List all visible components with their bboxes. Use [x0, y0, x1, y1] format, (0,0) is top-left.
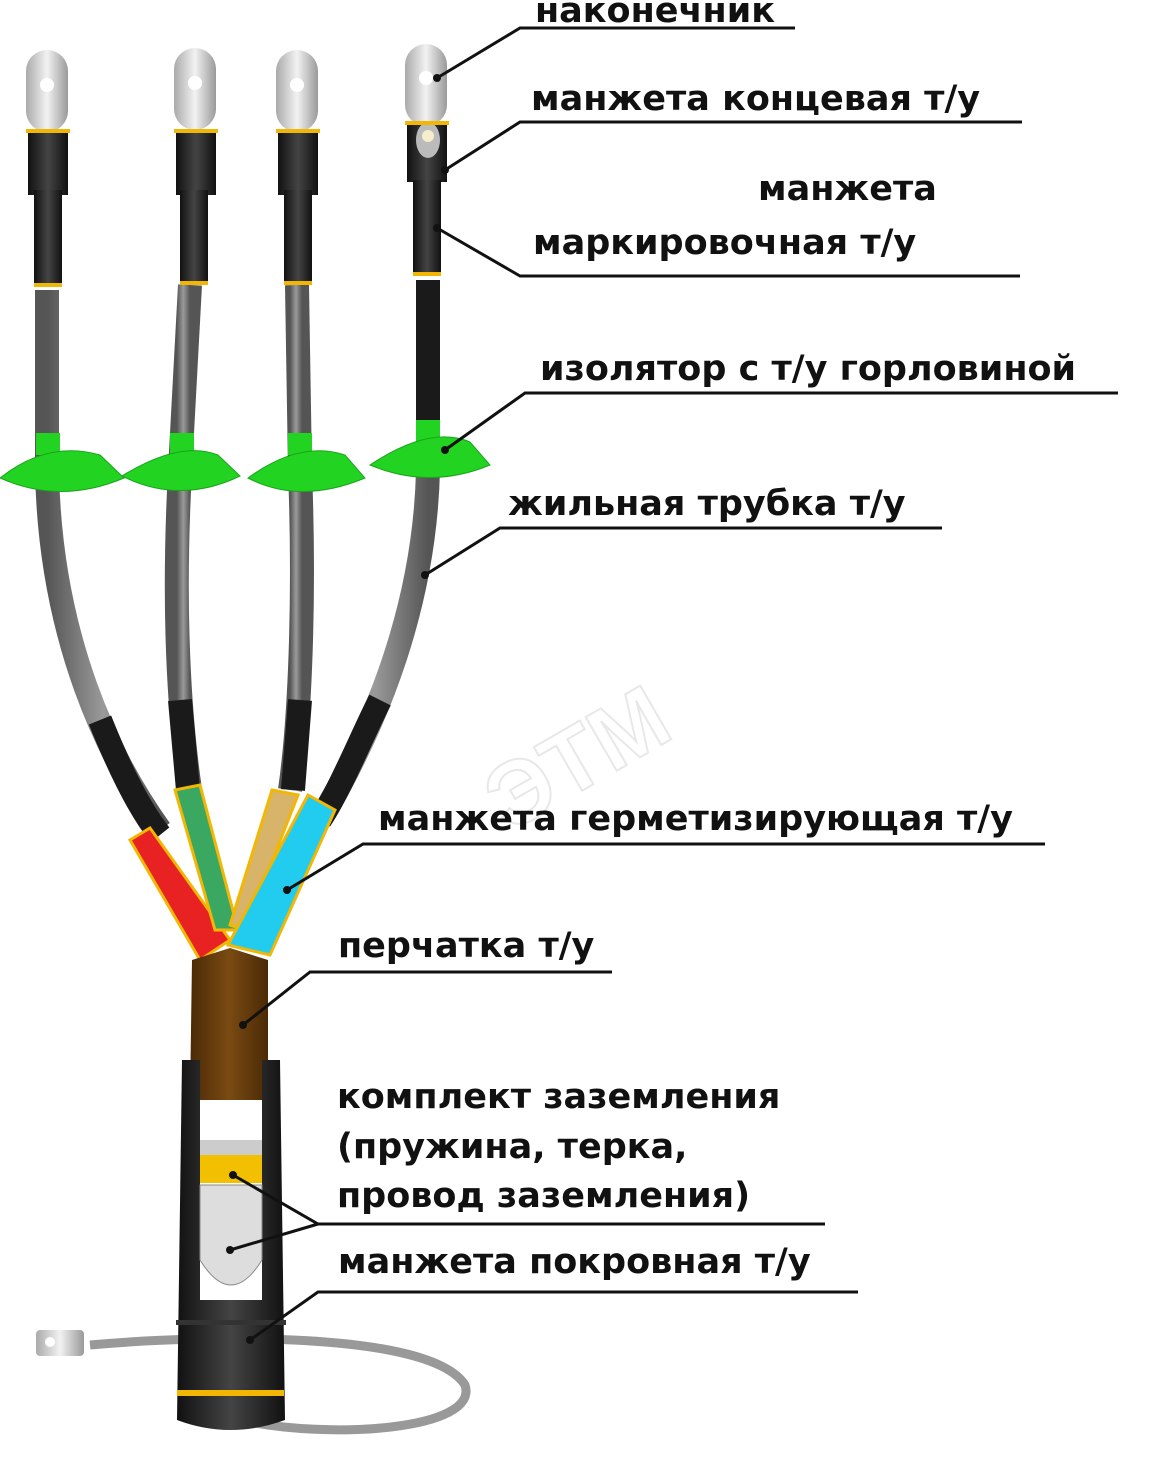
- lugs: [26, 44, 449, 287]
- label-marking-cuff-line2: маркировочная т/у: [533, 223, 916, 263]
- label-marking-cuff-line1: манжета: [758, 169, 937, 209]
- label-end-cuff: манжета концевая т/у: [531, 79, 980, 119]
- label-grounding-line2: (пружина, терка,: [337, 1127, 687, 1167]
- sealing-cuffs: [127, 783, 337, 963]
- insulators: [0, 420, 491, 492]
- lug-2: [174, 48, 218, 285]
- label-sealing-cuff: манжета герметизирующая т/у: [378, 799, 1013, 839]
- label-lug: наконечник: [535, 0, 775, 31]
- label-cover-cuff: манжета покровная т/у: [338, 1242, 811, 1282]
- leader-lines: [229, 26, 1118, 1342]
- lug-4: [405, 44, 449, 276]
- label-insulator: изолятор с т/у горловиной: [540, 349, 1076, 389]
- grounding-lug: [36, 1330, 84, 1356]
- label-glove: перчатка т/у: [338, 926, 595, 966]
- label-core-tube: жильная трубка т/у: [508, 484, 906, 524]
- glove-and-cover: [176, 948, 286, 1430]
- leader-dots: [226, 74, 449, 1344]
- lug-3: [276, 50, 320, 285]
- lug-1: [26, 50, 70, 287]
- label-grounding-line3: провод заземления): [337, 1176, 750, 1216]
- label-grounding-line1: комплект заземления: [337, 1077, 780, 1117]
- cores: [35, 280, 440, 843]
